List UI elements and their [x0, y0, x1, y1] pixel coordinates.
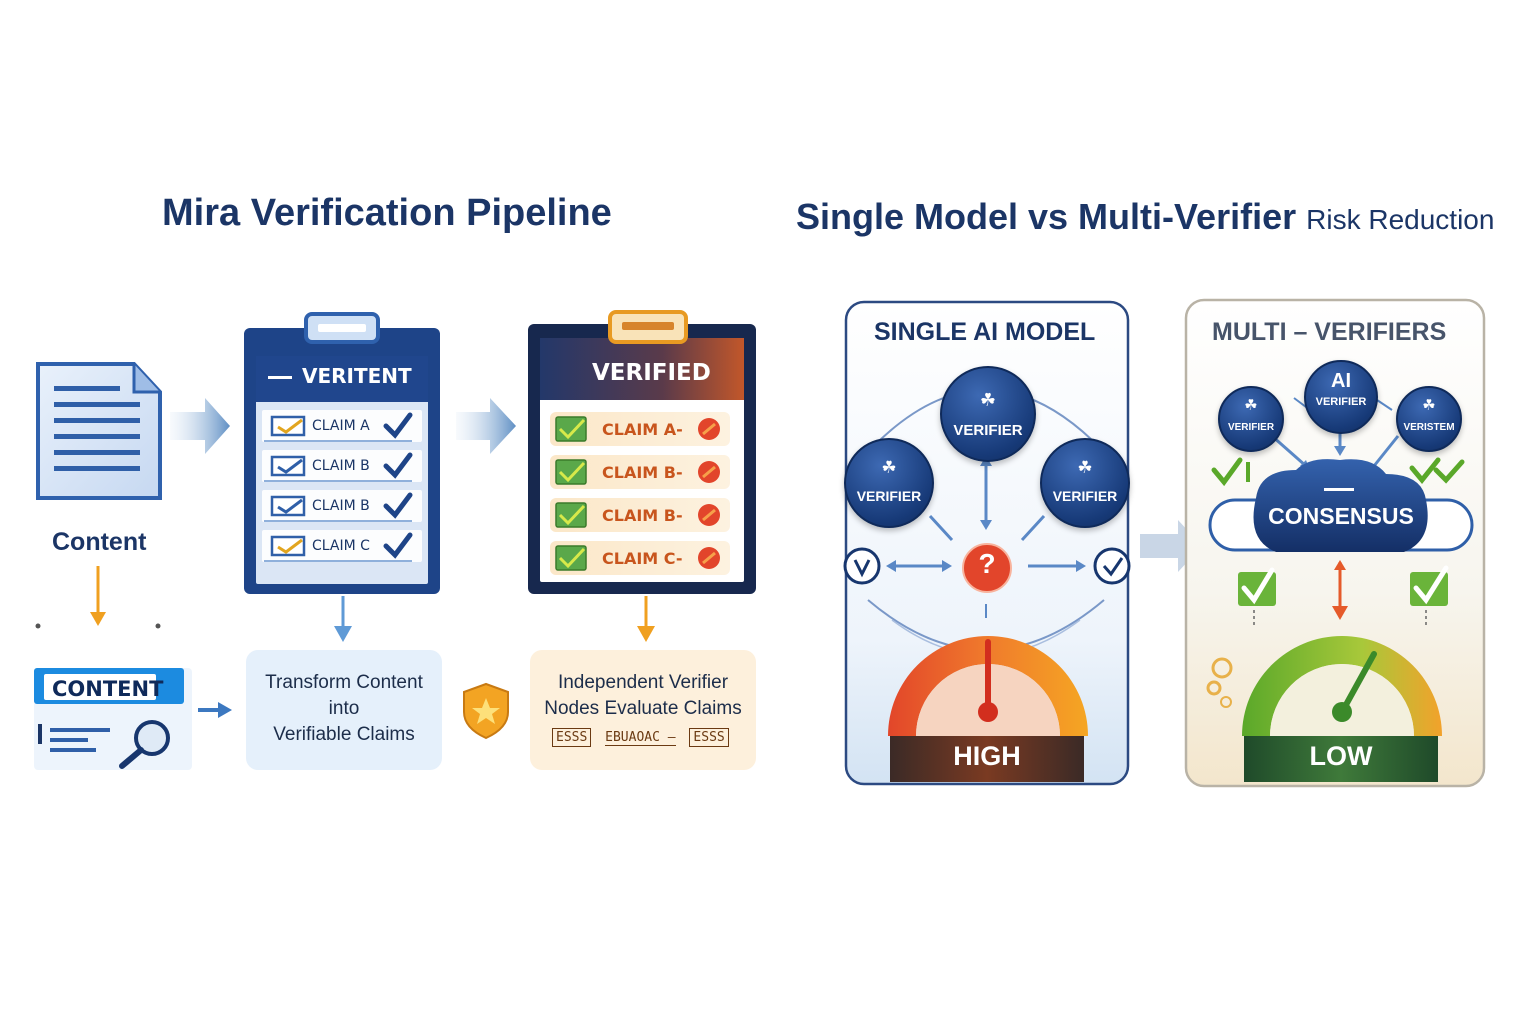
- checkmark-icon: [555, 502, 587, 528]
- ai-verifier-node: AI VERIFIER: [1304, 360, 1378, 434]
- single-panel-title: SINGLE AI MODEL: [874, 318, 1096, 346]
- network-icon: [843, 547, 881, 585]
- consensus-label: CONSENSUS: [1268, 503, 1414, 529]
- arrow-icon: [90, 566, 106, 626]
- checkmark-icon: [555, 459, 587, 485]
- document-icon: [36, 362, 162, 500]
- magnifier-icon: [119, 720, 170, 769]
- verifier-node: ☘ VERIFIER: [1218, 386, 1284, 452]
- checkbox-icon: [270, 455, 306, 477]
- brain-icon: ☘: [1077, 458, 1093, 477]
- claim-label: CLAIM B: [312, 498, 370, 514]
- verifier-node: ☘ VERIFIER: [1040, 438, 1130, 528]
- claim-label: CLAIM A: [312, 418, 370, 434]
- consensus-cloud: [1208, 459, 1474, 552]
- content-card-label: CONTENT: [52, 677, 164, 701]
- comparison-title: Single Model vs Multi-Verifier Risk Redu…: [796, 196, 1494, 238]
- stamp-row: ESSS EBUAOAC – ESSS: [552, 728, 729, 747]
- brain-icon: ☘: [1422, 397, 1436, 414]
- verifier-node: ☘ VERISTEM: [1396, 386, 1462, 452]
- network-icon: [1093, 547, 1131, 585]
- claim-label: CLAIM C-: [602, 549, 683, 568]
- shield-star-icon: [463, 682, 509, 740]
- comparison-title-tail: Risk Reduction: [1306, 204, 1495, 235]
- brain-icon: ☘: [1244, 397, 1258, 414]
- arrow-icon: [456, 398, 516, 454]
- verifier-node: ☘ VERIFIER: [940, 366, 1036, 462]
- brain-icon: ☘: [881, 458, 897, 477]
- checkmark-icon: [555, 416, 587, 442]
- checkmark-icon: [555, 545, 587, 571]
- risk-low-label: LOW: [1309, 741, 1373, 771]
- gauge-icon: [888, 636, 1088, 782]
- checkmark-icon: [383, 492, 413, 519]
- verifier-node: ☘ VERIFIER: [844, 438, 934, 528]
- clipboard-verified: [528, 310, 756, 594]
- checkmark-icon: [383, 452, 413, 479]
- claim-label: CLAIM B-: [602, 463, 683, 482]
- claim-label: CLAIM C: [312, 538, 370, 554]
- arrow-icon: [170, 398, 230, 454]
- multi-panel-title: MULTI – VERIFIERS: [1212, 318, 1447, 346]
- question-icon: [962, 543, 1012, 593]
- clipboard1-header: VERITENT: [302, 364, 412, 388]
- checkmark-icon: [1238, 567, 1276, 626]
- pipeline-title: Mira Verification Pipeline: [162, 192, 612, 234]
- checkmark-icon: [1410, 565, 1449, 626]
- question-mark: ?: [978, 548, 996, 579]
- gauge-icon: [1242, 636, 1442, 782]
- claim-label: CLAIM A-: [602, 420, 683, 439]
- stamp: EBUAOAC –: [605, 730, 676, 746]
- checkbox-icon: [270, 535, 306, 557]
- checkbox-icon: [270, 495, 306, 517]
- content-label: Content: [52, 528, 147, 556]
- transform-text: Transform Content into Verifiable Claims: [265, 672, 423, 745]
- clipboard-raw: [244, 312, 440, 594]
- independent-box: [530, 650, 756, 770]
- stamp: ESSS: [689, 728, 729, 747]
- risk-high-label: HIGH: [953, 741, 1021, 771]
- claim-label: CLAIM B: [312, 458, 370, 474]
- claim-label: CLAIM B-: [602, 506, 683, 525]
- arrow-icon: [334, 596, 352, 642]
- clipboard2-header: VERIFIED: [592, 360, 711, 386]
- checkbox-icon: [270, 415, 306, 437]
- independent-text: Independent Verifier Nodes Evaluate Clai…: [544, 672, 742, 719]
- transform-box: [246, 650, 442, 770]
- arrow-icon: [198, 702, 232, 718]
- arrow-icon: [637, 596, 655, 642]
- brain-icon: ☘: [979, 390, 997, 410]
- stamp: ESSS: [552, 728, 592, 747]
- checkmark-icon: [383, 412, 413, 439]
- comparison-title-main: Single Model vs Multi-Verifier: [796, 196, 1297, 237]
- checkmark-icon: [383, 532, 413, 559]
